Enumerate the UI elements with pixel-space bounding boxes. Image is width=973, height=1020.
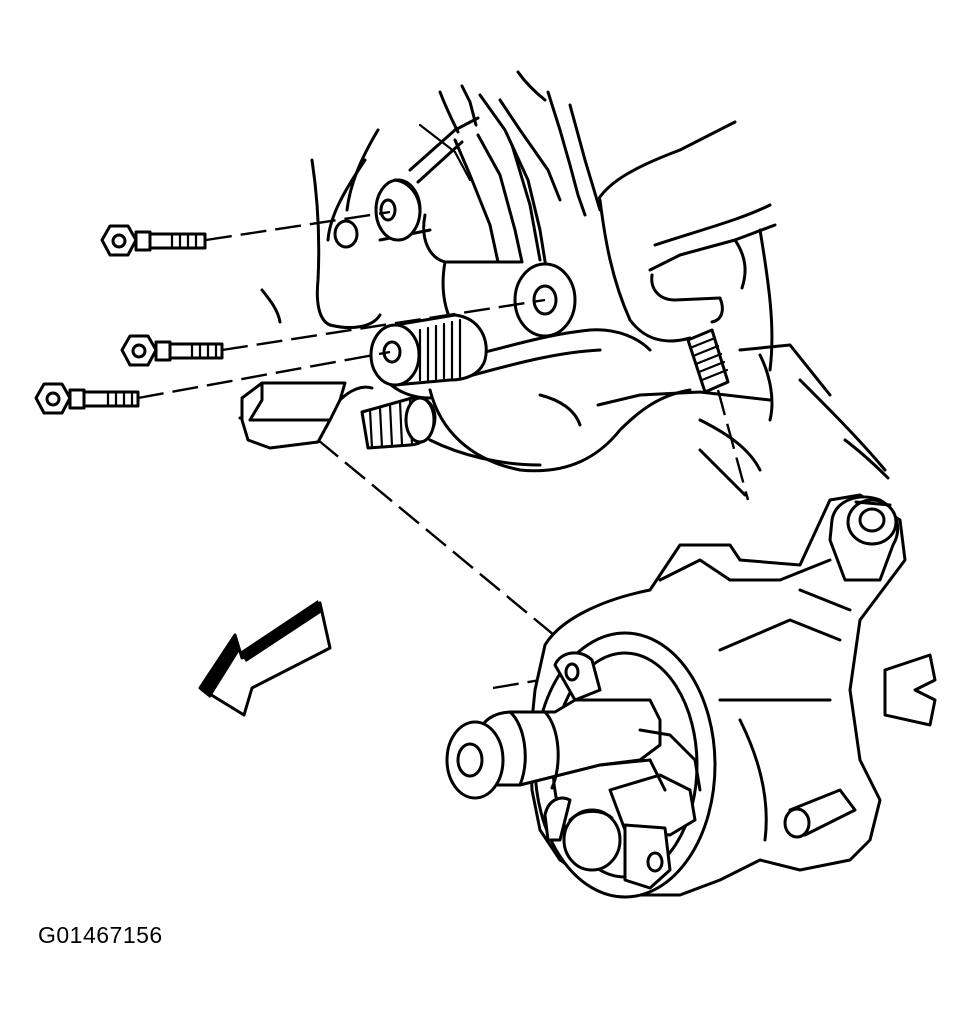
bolt-middle — [120, 334, 224, 367]
bolt-bottom — [34, 382, 140, 415]
mounting-block — [240, 381, 347, 450]
figure-id-label: G01467156 — [38, 922, 163, 948]
bracket-spacer-boss — [369, 313, 488, 387]
engine-block-outline — [345, 128, 380, 212]
front-direction-arrow — [198, 600, 332, 717]
pump-outlet-line — [758, 353, 774, 422]
stud-right — [686, 328, 730, 394]
stud-left — [360, 396, 437, 450]
alignment-lines — [137, 210, 750, 690]
spacer-washer — [333, 178, 422, 249]
engine-mounting-bracket — [238, 70, 890, 497]
power-steering-pump — [445, 493, 937, 899]
bolt-top — [100, 224, 207, 257]
